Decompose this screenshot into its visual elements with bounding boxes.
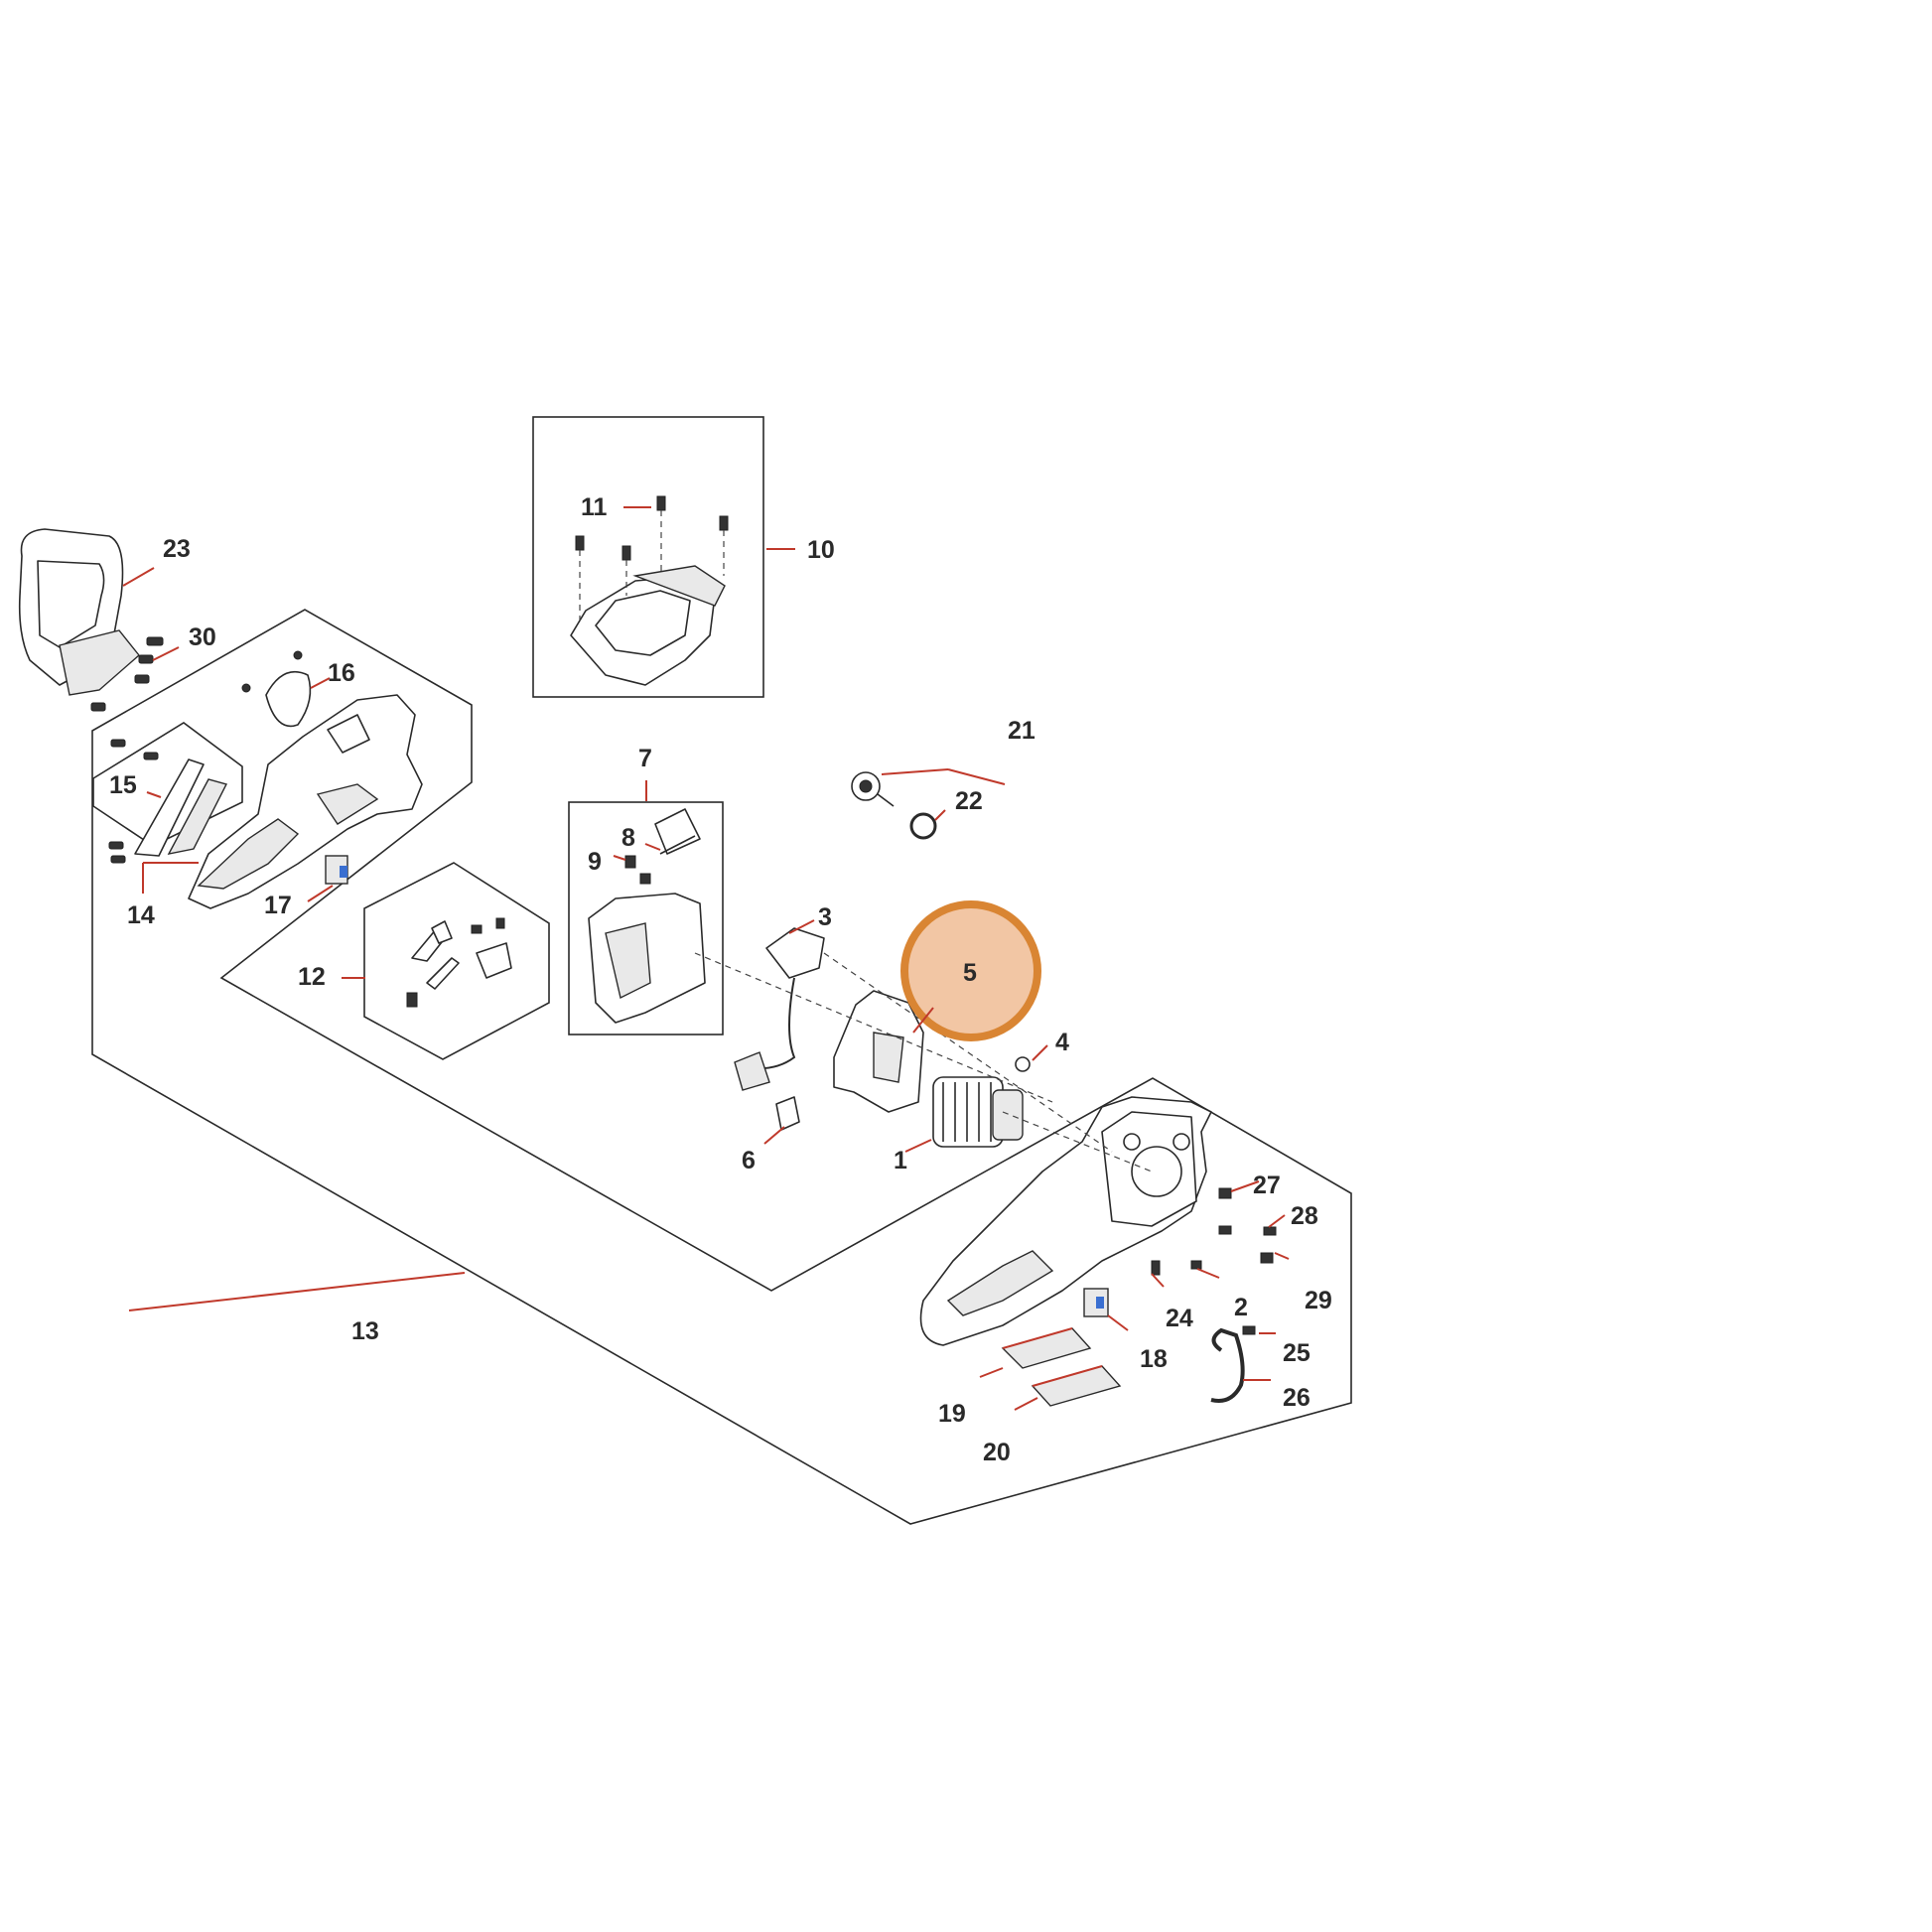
callout-6[interactable]: 6 [742, 1147, 756, 1174]
label-part-18 [1083, 1288, 1109, 1317]
callout-3[interactable]: 3 [818, 903, 832, 931]
callout-11[interactable]: 11 [581, 493, 608, 521]
oil-hose-part-26 [1210, 1325, 1256, 1403]
callout-27[interactable]: 27 [1253, 1172, 1281, 1199]
top-cover-part-10 [570, 565, 726, 686]
bracket-part-8 [654, 808, 701, 855]
callout-30[interactable]: 30 [189, 623, 216, 651]
oil-cap-part-21 [851, 771, 895, 807]
callout-19[interactable]: 19 [938, 1400, 966, 1428]
callouts: 23 30 16 15 14 17 12 11 10 7 8 9 3 6 1 4… [109, 493, 1332, 1466]
callout-1[interactable]: 1 [894, 1147, 907, 1174]
callout-13[interactable]: 13 [351, 1317, 379, 1345]
callout-24[interactable]: 24 [1166, 1305, 1193, 1332]
callout-4[interactable]: 4 [1055, 1029, 1069, 1056]
align-line-b [823, 952, 1113, 1153]
motor-part-1 [932, 1076, 1024, 1148]
group-14-frame [92, 722, 243, 847]
callout-14[interactable]: 14 [127, 901, 155, 929]
screws-part-11 [575, 495, 729, 621]
clip-part-9 [624, 855, 651, 885]
callout-10[interactable]: 10 [807, 536, 835, 564]
group-7-frame [568, 801, 724, 1035]
nut-part-4 [1015, 1056, 1031, 1072]
callout-16[interactable]: 16 [328, 659, 355, 687]
chain-guard-part-15 [108, 739, 228, 864]
callout-15[interactable]: 15 [109, 771, 137, 799]
group-10-frame [532, 416, 764, 698]
callout-5[interactable]: 5 [963, 959, 977, 987]
callout-28[interactable]: 28 [1291, 1202, 1318, 1230]
leader-lines [122, 506, 1290, 1411]
small-parts-24-29 [1151, 1187, 1277, 1276]
callout-8[interactable]: 8 [621, 824, 635, 852]
callout-22[interactable]: 22 [955, 787, 983, 815]
callout-2[interactable]: 2 [1234, 1294, 1248, 1321]
align-line-c [1002, 1111, 1153, 1173]
main-housing [919, 1096, 1212, 1346]
rear-handle-part-23 [18, 528, 140, 696]
screws-part-30 [90, 636, 164, 712]
tank-housing-part-7 [588, 893, 706, 1024]
assembly-13-outline [91, 609, 1352, 1525]
callout-18[interactable]: 18 [1140, 1345, 1168, 1373]
switch-assembly-part-3 [734, 927, 825, 1091]
o-ring-part-22 [909, 812, 937, 840]
group-12-frame [363, 862, 550, 1060]
lever-parts-group-12 [406, 917, 512, 1008]
label-part-20 [1031, 1365, 1122, 1407]
callout-17[interactable]: 17 [264, 892, 292, 919]
callout-23[interactable]: 23 [163, 535, 191, 563]
callout-29[interactable]: 29 [1305, 1287, 1332, 1314]
callout-9[interactable]: 9 [588, 848, 602, 876]
highlight-marker[interactable] [900, 900, 1041, 1041]
cover-plate-part-16 [241, 650, 312, 728]
left-housing-part-14 [188, 694, 423, 909]
label-part-19 [1001, 1327, 1092, 1369]
shroud-part-5 [833, 990, 924, 1113]
callout-21[interactable]: 21 [1008, 717, 1035, 745]
label-part-17 [325, 855, 348, 885]
highlight-leader [912, 1007, 934, 1034]
callout-25[interactable]: 25 [1283, 1339, 1311, 1367]
align-line-a [694, 952, 1053, 1103]
callout-20[interactable]: 20 [983, 1439, 1011, 1466]
callout-12[interactable]: 12 [298, 963, 326, 991]
callout-7[interactable]: 7 [638, 745, 652, 772]
callout-26[interactable]: 26 [1283, 1384, 1311, 1412]
plug-part-6 [775, 1096, 800, 1131]
